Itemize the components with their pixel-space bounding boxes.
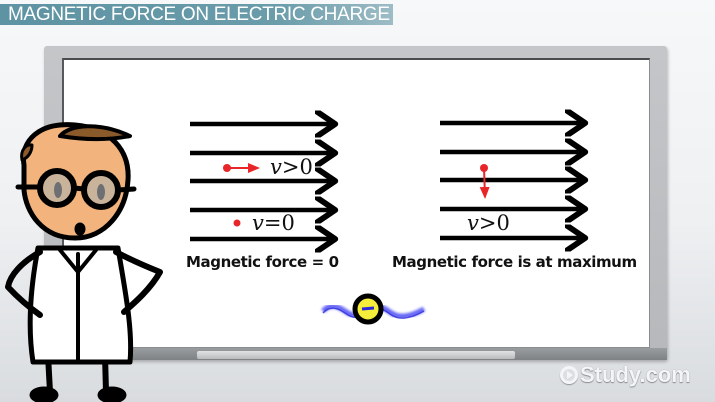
moving-charge-arrow-icon bbox=[223, 163, 260, 173]
left-caption: Magnetic force = 0 bbox=[186, 253, 339, 271]
negative-charge-icon bbox=[321, 293, 426, 325]
moving-charge-velocity-label: v>0 bbox=[270, 156, 313, 178]
right-field-lines bbox=[440, 123, 583, 238]
study-com-watermark: Study.com bbox=[560, 362, 691, 388]
stationary-charge-velocity-label: v=0 bbox=[252, 212, 295, 234]
stationary-charge-dot-icon bbox=[233, 219, 241, 227]
velocity-symbol: v bbox=[467, 211, 479, 235]
watermark-text: Study.com bbox=[580, 362, 691, 387]
title-bar: MAGNETIC FORCE ON ELECTRIC CHARGE bbox=[0, 4, 393, 25]
marker-tray bbox=[197, 351, 515, 359]
right-caption: Magnetic force is at maximum bbox=[392, 253, 637, 271]
left-field-lines bbox=[190, 124, 333, 239]
perpendicular-charge-velocity-label: v>0 bbox=[467, 212, 510, 234]
perpendicular-charge-arrow-icon bbox=[479, 164, 490, 199]
velocity-relation: =0 bbox=[263, 211, 295, 235]
velocity-relation: >0 bbox=[478, 211, 510, 235]
play-circle-icon bbox=[560, 366, 578, 384]
velocity-symbol: v bbox=[270, 155, 282, 179]
slide-title: MAGNETIC FORCE ON ELECTRIC CHARGE bbox=[8, 4, 390, 25]
velocity-symbol: v bbox=[252, 211, 264, 235]
scientist-character-illustration bbox=[5, 122, 163, 402]
velocity-relation: >0 bbox=[281, 155, 313, 179]
